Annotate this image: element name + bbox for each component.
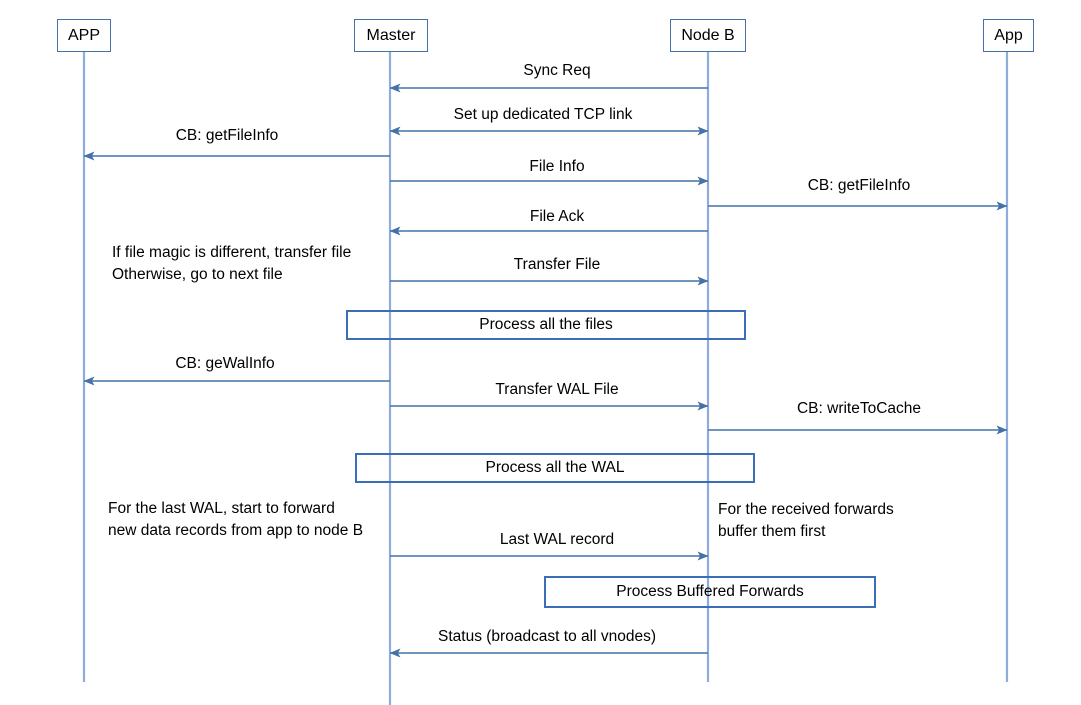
note-note-received-forwards: For the received forwards buffer them fir… (718, 499, 894, 543)
note-line: new data records from app to node B (108, 522, 364, 539)
lifeline-lines-group (82, 52, 1009, 705)
note-line: If file magic is different, transfer fil… (112, 244, 352, 261)
message-label-last-wal-record: Last WAL record (499, 531, 615, 548)
note-note-last-wal-forward: For the last WAL, start to forward new da… (108, 498, 363, 542)
fragment-process-buffered-forwards[interactable]: Process Buffered Forwards (544, 576, 876, 608)
message-label-cb-get-wal-info: CB: geWalInfo (175, 355, 275, 372)
fragment-label: Process all the files (479, 316, 613, 333)
note-line: For the last WAL, start to forward (108, 500, 335, 517)
note-line: buffer them first (718, 523, 826, 540)
message-label-cb-write-to-cache: CB: writeToCache (796, 400, 922, 417)
message-label-cb-get-file-info-right: CB: getFileInfo (807, 177, 911, 194)
message-label-status-broadcast: Status (broadcast to all vnodes) (438, 628, 656, 645)
note-line: For the received forwards (718, 501, 894, 518)
lifeline-label: Node B (681, 26, 735, 44)
message-label-cb-get-file-info-left: CB: getFileInfo (175, 127, 279, 144)
lifeline-label: Master (366, 26, 416, 44)
message-label-sync-req: Sync Req (523, 62, 591, 79)
lifeline-header-app_right[interactable]: App (983, 19, 1034, 52)
lifeline-header-app_left[interactable]: APP (57, 19, 111, 52)
note-note-file-magic: If file magic is different, transfer fil… (112, 242, 351, 286)
lifeline-header-master[interactable]: Master (354, 19, 428, 52)
lifeline-header-node_b[interactable]: Node B (670, 19, 746, 52)
message-label-transfer-wal-file: Transfer WAL File (495, 381, 619, 398)
fragment-process-all-files[interactable]: Process all the files (346, 310, 746, 340)
fragment-label: Process all the WAL (485, 459, 625, 476)
fragment-label: Process Buffered Forwards (616, 583, 804, 600)
message-label-file-ack: File Ack (529, 208, 585, 225)
note-line: Otherwise, go to next file (112, 266, 283, 283)
message-label-file-info: File Info (529, 158, 585, 175)
lifeline-label: APP (67, 26, 100, 44)
lifeline-label: App (994, 26, 1023, 44)
message-arrows-group (83, 83, 1008, 658)
message-label-set-up-tcp: Set up dedicated TCP link (453, 106, 633, 123)
fragment-process-all-wal[interactable]: Process all the WAL (355, 453, 755, 483)
message-label-transfer-file: Transfer File (513, 256, 601, 273)
